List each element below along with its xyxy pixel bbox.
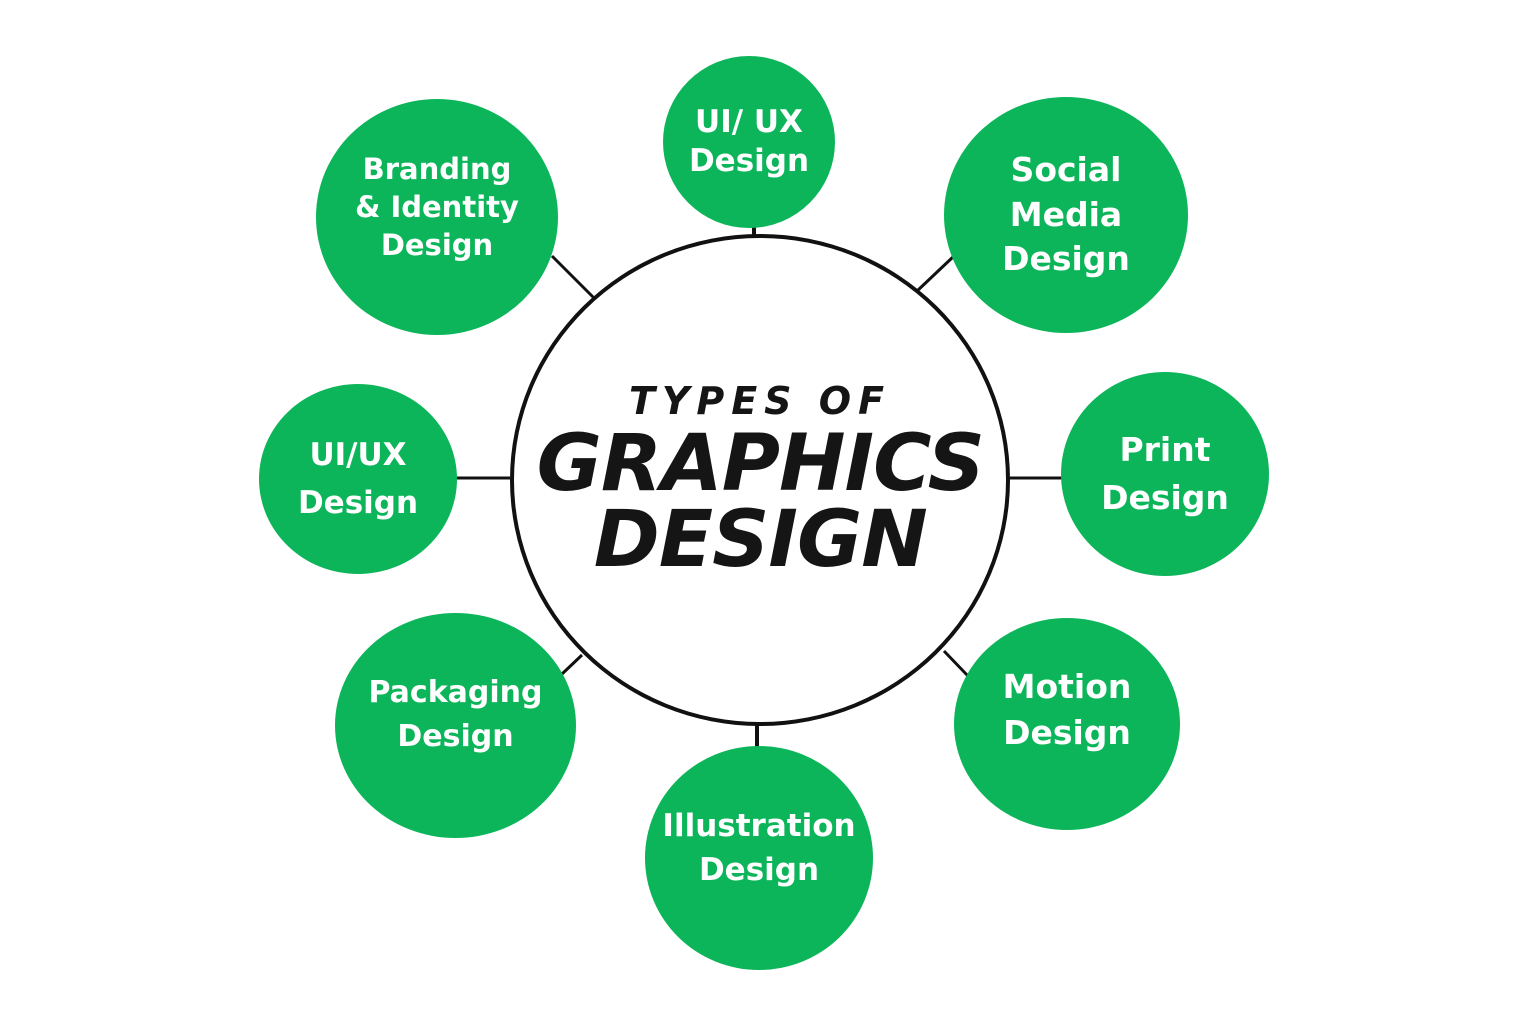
hub-title-line2: DESIGN (593, 495, 927, 585)
node-label: Motion Design (1002, 666, 1132, 752)
node-label: Branding & Identity Design (355, 151, 519, 263)
hub-title-line1: GRAPHICS (536, 418, 984, 509)
node-label: UI/ UX Design (688, 104, 810, 179)
connector-social-media (914, 254, 956, 294)
node-motion: Motion Design (954, 618, 1180, 830)
connector-branding (550, 254, 596, 300)
node-ui-ux-top: UI/ UX Design (663, 56, 835, 228)
node-label: UI/UX Design (297, 436, 419, 521)
node-ui-ux-left: UI/UX Design (259, 384, 457, 574)
node-illustration: Illustration Design (645, 746, 873, 970)
node-label: Illustration Design (662, 807, 856, 888)
connector-packaging (560, 653, 584, 676)
node-label: Packaging Design (368, 675, 543, 754)
node-social-media: Social Media Design (944, 97, 1188, 333)
node-packaging: Packaging Design (335, 613, 576, 838)
hub-subtitle: TYPES OF (628, 378, 892, 423)
node-label: Print Design (1101, 430, 1229, 517)
node-label: Social Media Design (1002, 149, 1130, 279)
central-hub-circle: TYPES OF GRAPHICS DESIGN (510, 234, 1010, 726)
node-print: Print Design (1061, 372, 1269, 576)
node-branding: Branding & Identity Design (316, 99, 558, 335)
connector-motion (942, 649, 970, 678)
